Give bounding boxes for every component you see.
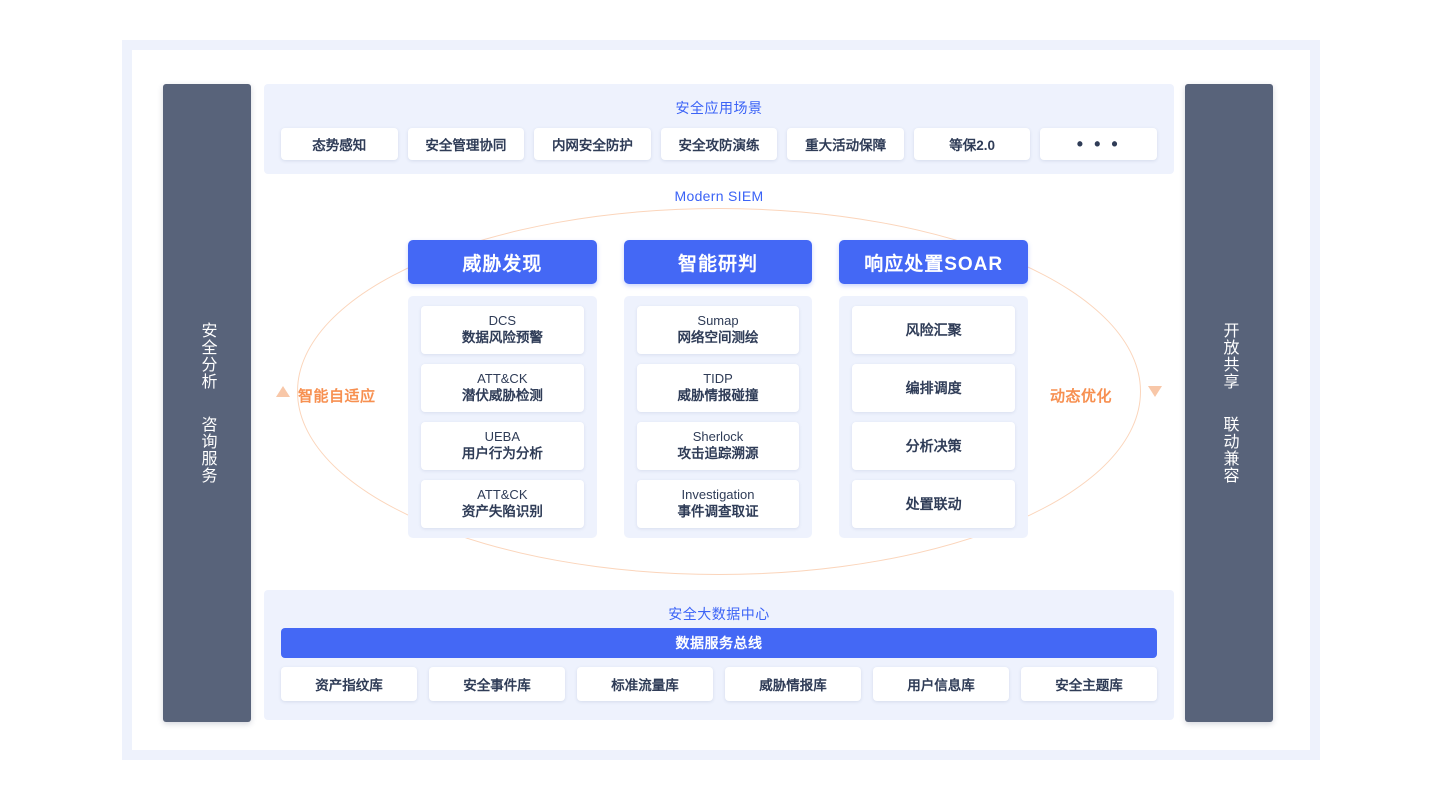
module-cn: 数据风险预警 [461,330,543,345]
module-card[interactable]: ATT&CK 资产失陷识别 [421,480,584,528]
module-card[interactable]: UEBA 用户行为分析 [421,422,584,470]
module-card[interactable]: TIDP 威胁情报碰撞 [636,364,800,412]
module-card[interactable]: Sumap 网络空间测绘 [636,306,800,354]
module-en: DCS [488,313,517,328]
module-cn: 处置联动 [905,496,962,512]
scenarios-row: 态势感知 安全管理协同 内网安全防护 安全攻防演练 重大活动保障 等保2.0 •… [281,128,1158,160]
data-store-chip-3[interactable]: 标准流量库 [577,667,713,701]
module-card[interactable]: Sherlock 攻击追踪溯源 [636,422,800,470]
scenario-chip-2[interactable]: 安全管理协同 [407,128,525,160]
scenarios-panel: 安全应用场景 态势感知 安全管理协同 内网安全防护 安全攻防演练 重大活动保障 … [264,84,1174,174]
data-store-chip-4[interactable]: 威胁情报库 [725,667,861,701]
module-card[interactable]: 分析决策 [852,422,1016,470]
module-card[interactable]: 编排调度 [852,364,1016,412]
scenario-chip-6[interactable]: 等保2.0 [913,128,1031,160]
scenarios-title: 安全应用场景 [675,100,763,116]
column-response-soar: 响应处置SOAR 风险汇聚 编排调度 分析决策 处置联动 [839,240,1029,538]
data-store-chip-1[interactable]: 资产指纹库 [281,667,417,701]
module-en: Investigation [681,487,755,502]
module-card[interactable]: Investigation 事件调查取证 [636,480,800,528]
module-cn: 事件调查取证 [677,504,759,519]
scenario-chip-1[interactable]: 态势感知 [281,128,398,160]
data-service-bus[interactable]: 数据服务总线 [281,628,1157,658]
column-body-response-soar: 风险汇聚 编排调度 分析决策 处置联动 [839,296,1029,538]
module-card[interactable]: 风险汇聚 [852,306,1016,354]
modern-siem-label: Modern SIEM [674,188,764,204]
module-cn: 风险汇聚 [905,322,962,338]
column-header-intelligent-analysis[interactable]: 智能研判 [623,240,813,284]
cycle-label-right: 动态优化 [1050,388,1113,405]
data-store-row: 资产指纹库 安全事件库 标准流量库 威胁情报库 用户信息库 安全主题库 [281,667,1157,701]
data-center-panel: 安全大数据中心 数据服务总线 资产指纹库 安全事件库 标准流量库 威胁情报库 用… [264,590,1174,720]
pillar-left-line-1: 安全分析 [198,322,216,390]
column-threat-discovery: 威胁发现 DCS 数据风险预警 ATT&CK 潜伏威胁检测 UEBA 用户行为分… [408,240,597,538]
column-body-threat-discovery: DCS 数据风险预警 ATT&CK 潜伏威胁检测 UEBA 用户行为分析 ATT… [408,296,597,538]
module-card[interactable]: ATT&CK 潜伏威胁检测 [421,364,584,412]
module-cn: 编排调度 [905,380,962,396]
module-en: Sumap [697,313,739,328]
module-card[interactable]: DCS 数据风险预警 [421,306,584,354]
data-center-title: 安全大数据中心 [668,606,770,622]
column-intelligent-analysis: 智能研判 Sumap 网络空间测绘 TIDP 威胁情报碰撞 Sherlock 攻… [623,240,813,538]
column-header-response-soar[interactable]: 响应处置SOAR [839,240,1029,284]
module-en: UEBA [484,429,521,444]
module-en: ATT&CK [477,487,528,502]
module-en: TIDP [703,371,733,386]
cycle-label-left: 智能自适应 [298,388,376,405]
arrow-down-icon [1148,386,1162,397]
scenario-chip-3[interactable]: 内网安全防护 [534,128,651,160]
module-cn: 网络空间测绘 [677,330,759,345]
data-store-chip-2[interactable]: 安全事件库 [429,667,565,701]
column-body-intelligent-analysis: Sumap 网络空间测绘 TIDP 威胁情报碰撞 Sherlock 攻击追踪溯源… [623,296,813,538]
pillar-left: 安全分析 咨询服务 [163,84,251,722]
scenario-chip-4[interactable]: 安全攻防演练 [660,128,778,160]
pillar-right-line-1: 开放共享 [1220,322,1238,390]
data-store-chip-5[interactable]: 用户信息库 [873,667,1009,701]
scenario-more-icon[interactable]: • • • [1040,128,1158,160]
capability-columns: 威胁发现 DCS 数据风险预警 ATT&CK 潜伏威胁检测 UEBA 用户行为分… [408,240,1029,538]
module-cn: 分析决策 [905,438,962,454]
module-en: Sherlock [692,429,744,444]
module-card[interactable]: 处置联动 [852,480,1016,528]
module-en: ATT&CK [477,371,528,386]
module-cn: 攻击追踪溯源 [677,446,759,461]
column-header-threat-discovery[interactable]: 威胁发现 [408,240,597,284]
arrow-up-icon [276,386,290,397]
data-store-chip-6[interactable]: 安全主题库 [1021,667,1157,701]
scenario-chip-5[interactable]: 重大活动保障 [787,128,904,160]
module-cn: 威胁情报碰撞 [677,388,759,403]
pillar-right-line-2: 联动兼容 [1220,416,1238,484]
pillar-right: 开放共享 联动兼容 [1185,84,1273,722]
module-cn: 资产失陷识别 [461,504,543,519]
module-cn: 潜伏威胁检测 [461,388,543,403]
module-cn: 用户行为分析 [461,446,543,461]
pillar-left-line-2: 咨询服务 [198,416,216,484]
